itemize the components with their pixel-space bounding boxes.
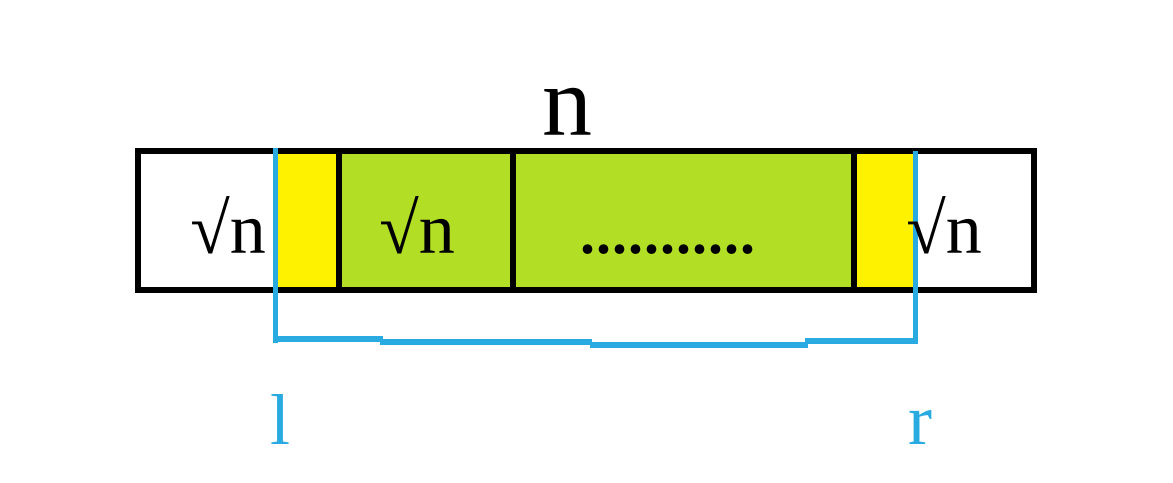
segment-outside-right	[914, 148, 1037, 293]
range-bottom-stroke	[273, 336, 383, 342]
block-divider	[510, 150, 516, 291]
sqrt-n-label-block: √n	[379, 189, 455, 269]
segment-partial-left	[277, 148, 338, 293]
segment-block-middle	[512, 148, 853, 293]
ellipsis-dots: ...........	[580, 200, 756, 266]
array-size-label: n	[542, 46, 592, 157]
segment-block-sqrt	[338, 148, 512, 293]
sqrt-n-label-outside-left: √n	[190, 189, 266, 269]
segment-partial-right	[853, 148, 914, 293]
range-right-line	[913, 151, 918, 343]
range-right-label: r	[908, 380, 932, 460]
block-divider	[336, 150, 342, 291]
range-left-label: l	[269, 380, 290, 460]
block-divider	[851, 150, 857, 291]
sqrt-n-label-outside-right: √n	[906, 189, 982, 269]
range-bottom-stroke	[380, 339, 592, 345]
segment-outside-left	[135, 148, 277, 293]
range-left-line	[273, 148, 278, 343]
range-bottom-stroke	[590, 342, 808, 348]
range-bottom-stroke	[805, 338, 918, 344]
